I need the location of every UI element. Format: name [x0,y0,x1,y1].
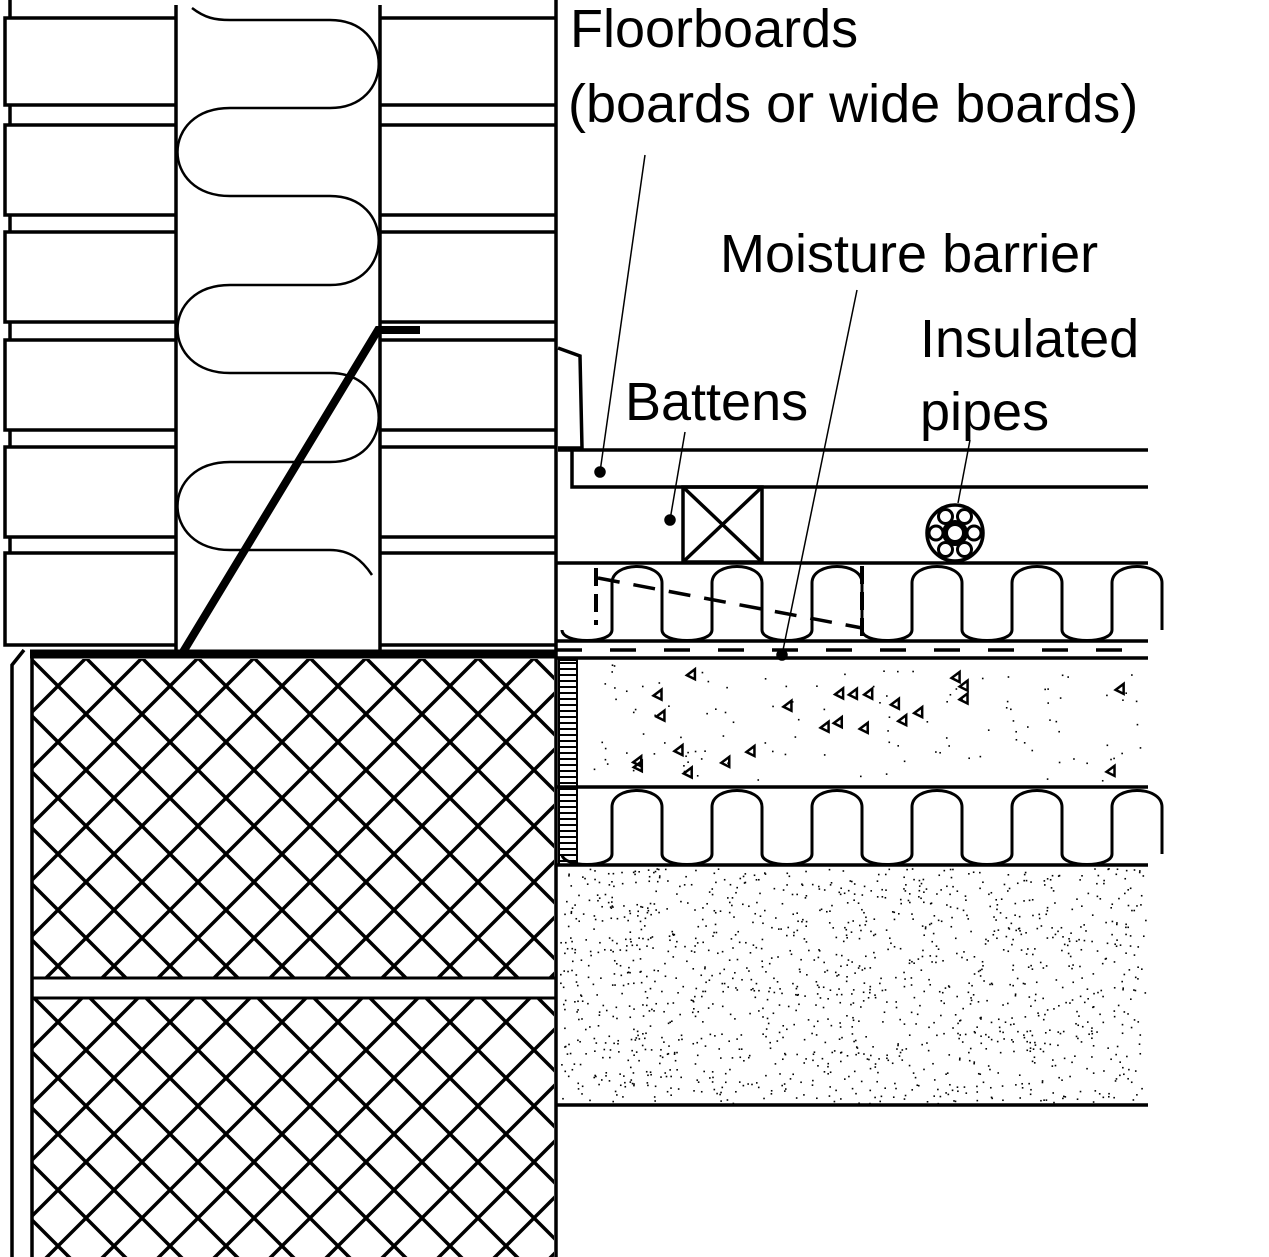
label-battens: Battens [625,372,808,432]
brick [3,338,176,432]
label-pipes: pipes [920,382,1049,442]
floor-insulation-lower [560,789,1164,866]
brick [380,338,556,432]
label-insulated: Insulated [920,309,1139,369]
label-floorboards-note: (boards or wide boards) [568,74,1138,134]
foundation [10,648,556,1257]
brick [380,445,556,539]
brick [3,551,176,647]
brick [3,230,176,324]
leader-lines [594,154,971,661]
insulated-pipe [925,503,985,563]
sloped-dashed-line [597,576,863,630]
brick [3,123,176,217]
brick [380,551,556,647]
brick [3,16,176,107]
brick [3,445,176,539]
skirting-board [557,346,584,450]
brick [380,230,556,324]
brick [380,123,556,217]
sand-bed [560,664,1147,1105]
inner-brick-wall [380,16,556,647]
brick [380,16,556,107]
wall-tie [179,326,420,655]
batten [681,485,764,564]
edge-insulation-strip [558,659,578,866]
concrete-slab [630,666,1125,780]
outer-brick-wall [3,0,176,647]
label-floorboards: Floorboards [570,0,858,59]
label-moisture-barrier: Moisture barrier [720,224,1098,284]
cavity-insulation [176,7,380,576]
floorboard [558,448,1148,489]
